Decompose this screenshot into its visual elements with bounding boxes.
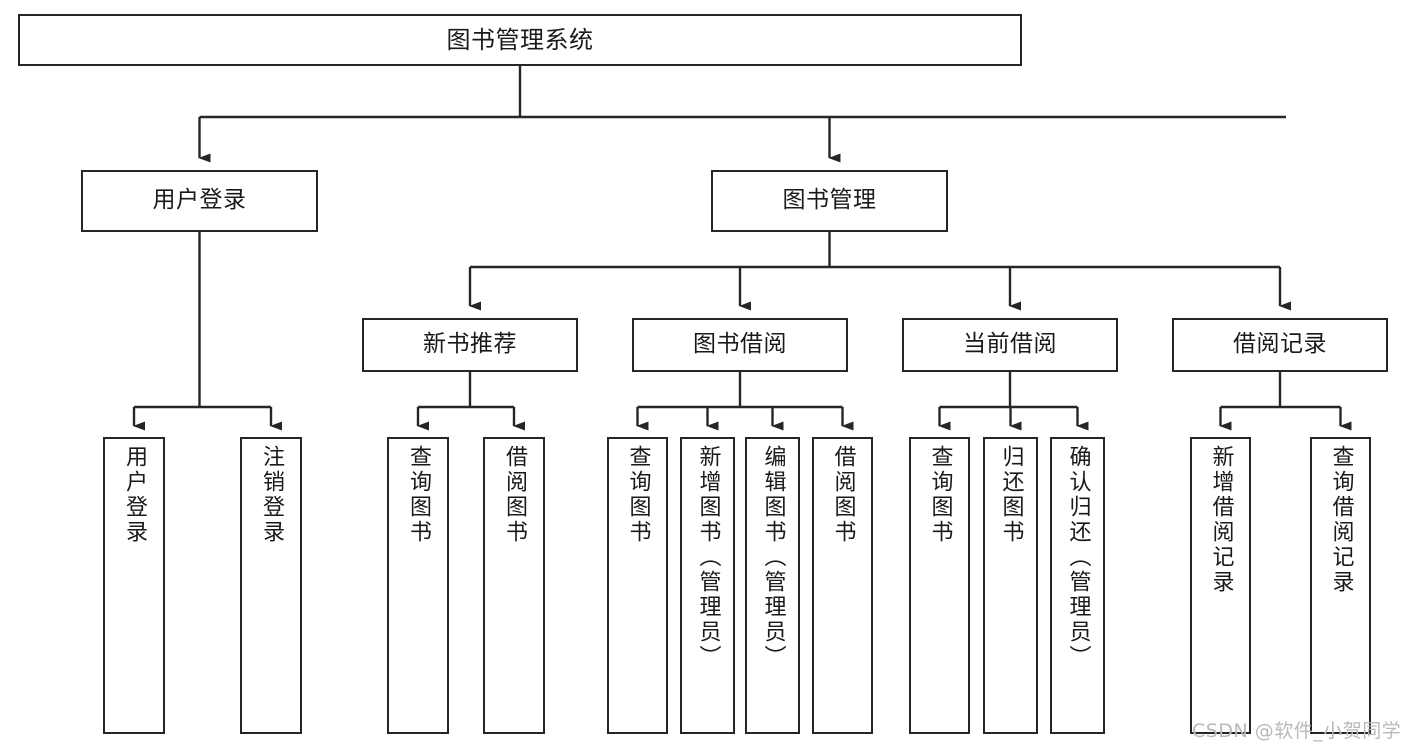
node-leaf-add-record[interactable]: 新增借阅记录 <box>1190 437 1251 734</box>
node-leaf-user-login-label: 用户登录 <box>122 445 147 545</box>
node-book-manage-label: 图书管理 <box>782 187 877 214</box>
node-user-login-label: 用户登录 <box>152 187 247 214</box>
node-leaf-borrow-book-1-label: 借阅图书 <box>502 445 527 545</box>
node-leaf-query-record-label: 查询借阅记录 <box>1328 445 1354 595</box>
node-new-book-recommend-label: 新书推荐 <box>423 331 517 358</box>
node-leaf-confirm-return-label: 确认归还（管理员） <box>1065 445 1091 670</box>
node-leaf-borrow-book-2-label: 借阅图书 <box>830 445 856 545</box>
node-leaf-query-book-2[interactable]: 查询图书 <box>607 437 668 734</box>
node-leaf-add-record-label: 新增借阅记录 <box>1208 445 1234 595</box>
node-leaf-query-record[interactable]: 查询借阅记录 <box>1310 437 1371 734</box>
node-leaf-query-book-3[interactable]: 查询图书 <box>909 437 970 734</box>
node-leaf-return-book[interactable]: 归还图书 <box>983 437 1038 734</box>
node-current-borrow-label: 当前借阅 <box>963 331 1057 358</box>
node-current-borrow[interactable]: 当前借阅 <box>902 318 1118 372</box>
node-user-login[interactable]: 用户登录 <box>81 170 318 232</box>
node-book-borrow-label: 图书借阅 <box>693 331 787 358</box>
node-leaf-edit-book[interactable]: 编辑图书（管理员） <box>745 437 800 734</box>
node-leaf-borrow-book-1[interactable]: 借阅图书 <box>483 437 545 734</box>
node-leaf-query-book-3-label: 查询图书 <box>927 445 953 545</box>
node-leaf-add-book[interactable]: 新增图书（管理员） <box>680 437 735 734</box>
node-leaf-query-book-1-label: 查询图书 <box>406 445 431 545</box>
node-new-book-recommend[interactable]: 新书推荐 <box>362 318 578 372</box>
node-root[interactable]: 图书管理系统 <box>18 14 1022 66</box>
node-leaf-add-book-label: 新增图书（管理员） <box>695 445 721 670</box>
node-leaf-logout-login-label: 注销登录 <box>259 445 284 545</box>
node-book-borrow[interactable]: 图书借阅 <box>632 318 848 372</box>
node-book-manage[interactable]: 图书管理 <box>711 170 948 232</box>
node-borrow-record-label: 借阅记录 <box>1233 331 1327 358</box>
node-leaf-edit-book-label: 编辑图书（管理员） <box>760 445 786 670</box>
node-leaf-logout-login[interactable]: 注销登录 <box>240 437 302 734</box>
csdn-watermark: CSDN @软件_小贺同学 <box>1192 720 1402 742</box>
node-leaf-query-book-2-label: 查询图书 <box>625 445 651 545</box>
node-leaf-confirm-return[interactable]: 确认归还（管理员） <box>1050 437 1105 734</box>
node-borrow-record[interactable]: 借阅记录 <box>1172 318 1388 372</box>
node-root-label: 图书管理系统 <box>446 25 594 54</box>
node-leaf-user-login[interactable]: 用户登录 <box>103 437 165 734</box>
node-leaf-borrow-book-2[interactable]: 借阅图书 <box>812 437 873 734</box>
node-leaf-return-book-label: 归还图书 <box>998 445 1024 545</box>
node-leaf-query-book-1[interactable]: 查询图书 <box>387 437 449 734</box>
